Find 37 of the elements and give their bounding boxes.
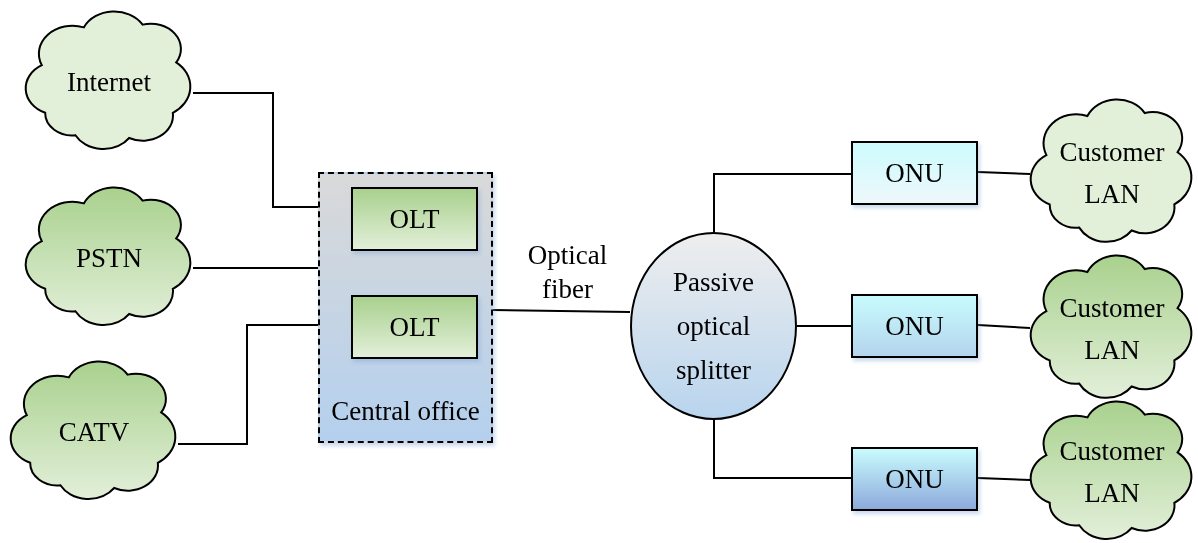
network-cloud	[1030, 256, 1194, 401]
network-cloud	[1030, 402, 1194, 542]
node-label: ONU	[885, 463, 944, 495]
connector-line	[192, 267, 319, 269]
network-cloud	[10, 362, 178, 502]
connector-line	[977, 324, 1031, 329]
connector-line	[192, 92, 319, 208]
device-box	[351, 295, 478, 359]
node-label: Customer LAN	[1058, 291, 1166, 367]
connector-line	[713, 419, 852, 479]
connector-line	[977, 171, 1031, 175]
node-label: ONU	[885, 157, 944, 189]
dashed-group-box	[318, 172, 493, 443]
connector-line	[713, 173, 852, 233]
device-box	[851, 447, 978, 511]
device-box	[351, 187, 478, 251]
node-label: Customer LAN	[1058, 435, 1166, 510]
node-label: OLT	[389, 203, 440, 235]
connector-line	[492, 309, 631, 313]
node-label: ONU	[885, 310, 944, 342]
node-label: Internet	[67, 66, 151, 99]
connector-line	[796, 325, 852, 327]
splitter-ellipse	[630, 232, 797, 420]
node-label: Central office	[330, 395, 481, 427]
device-box	[851, 141, 978, 205]
network-cloud	[25, 12, 193, 152]
node-label: Customer LAN	[1058, 135, 1166, 211]
node-label: OLT	[389, 311, 440, 343]
device-box	[851, 294, 978, 358]
node-label: PSTN	[76, 242, 142, 275]
edge-label: Optical fiber	[526, 239, 609, 306]
network-cloud	[25, 188, 193, 328]
node-label: Passive optical splitter	[672, 266, 755, 387]
connector-line	[177, 324, 319, 445]
network-cloud	[1030, 100, 1194, 245]
connector-line	[977, 477, 1031, 481]
node-label: CATV	[58, 416, 130, 449]
